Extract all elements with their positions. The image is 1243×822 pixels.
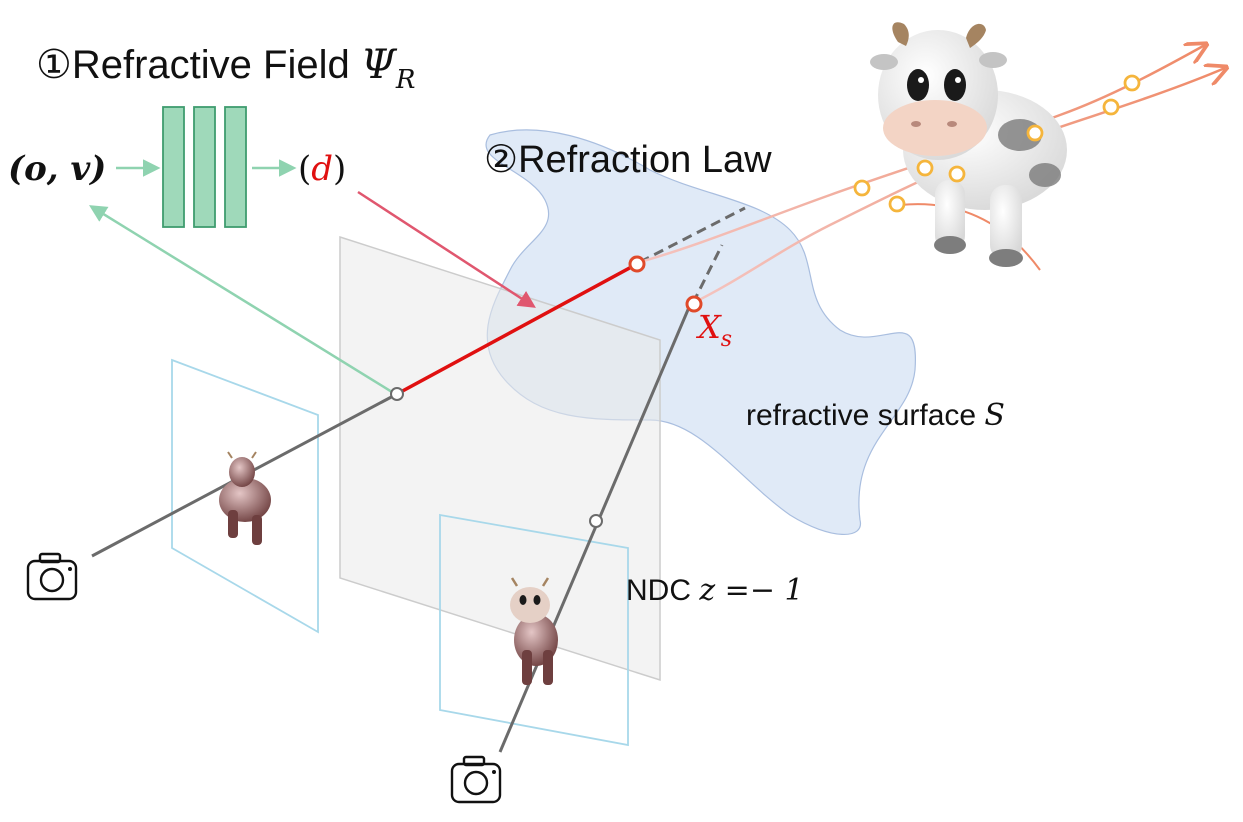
output-d-variable: d: [311, 149, 333, 189]
image-plane-bottom: [439, 513, 629, 747]
step2-text: Refraction Law: [518, 139, 772, 181]
output-close-paren: ): [333, 149, 346, 189]
camera-icon-left: [26, 552, 78, 601]
refracted-ray-red: [396, 262, 638, 396]
step1-text: Refractive Field: [72, 43, 361, 87]
xs-label: Xs: [695, 308, 732, 352]
sample-points: [853, 74, 1141, 213]
dashed-extension-2: [691, 244, 724, 304]
ndc-equation: z =− 1: [698, 573, 803, 608]
psi-subscript: R: [395, 65, 416, 95]
surface-label: refractive surface S: [746, 398, 1005, 433]
green-feedback-arrow: [89, 205, 393, 394]
surface-label-text: refractive surface: [746, 399, 984, 432]
cow-image-bottom: [510, 577, 558, 685]
step1-marker: ①: [36, 43, 72, 87]
output-d: (d): [298, 149, 346, 189]
step1-title: ①Refractive Field ΨR: [36, 42, 416, 95]
ndc-plane: [339, 235, 661, 682]
ray-tail-curve: [899, 203, 1041, 271]
dashed-extension-1: [639, 206, 746, 264]
surface-point-1: [628, 255, 646, 273]
input-tuple: (o, v): [8, 149, 106, 189]
xs-subscript: s: [721, 327, 732, 352]
cow-3d-model: [870, 22, 1067, 267]
ndc-label: NDC z =− 1: [626, 573, 804, 608]
xs-symbol: X: [695, 308, 722, 346]
cow-image-left: [219, 451, 271, 545]
image-plane-left: [171, 358, 319, 634]
output-open-paren: (: [298, 149, 311, 189]
ndc-label-text: NDC: [626, 574, 699, 607]
step2-title: ②Refraction Law: [484, 139, 772, 181]
step2-marker: ②: [484, 139, 518, 181]
ndc-intersection-point-1: [390, 387, 404, 401]
camera-icon-bottom: [450, 755, 502, 804]
mlp-network-block: [162, 106, 247, 228]
ndc-intersection-point-2: [589, 514, 603, 528]
surface-point-xs: [685, 295, 703, 313]
pink-direction-arrow: [357, 190, 536, 308]
surface-symbol: S: [984, 398, 1005, 433]
refractive-surface-blob: [485, 129, 916, 536]
psi-symbol: Ψ: [361, 42, 398, 88]
